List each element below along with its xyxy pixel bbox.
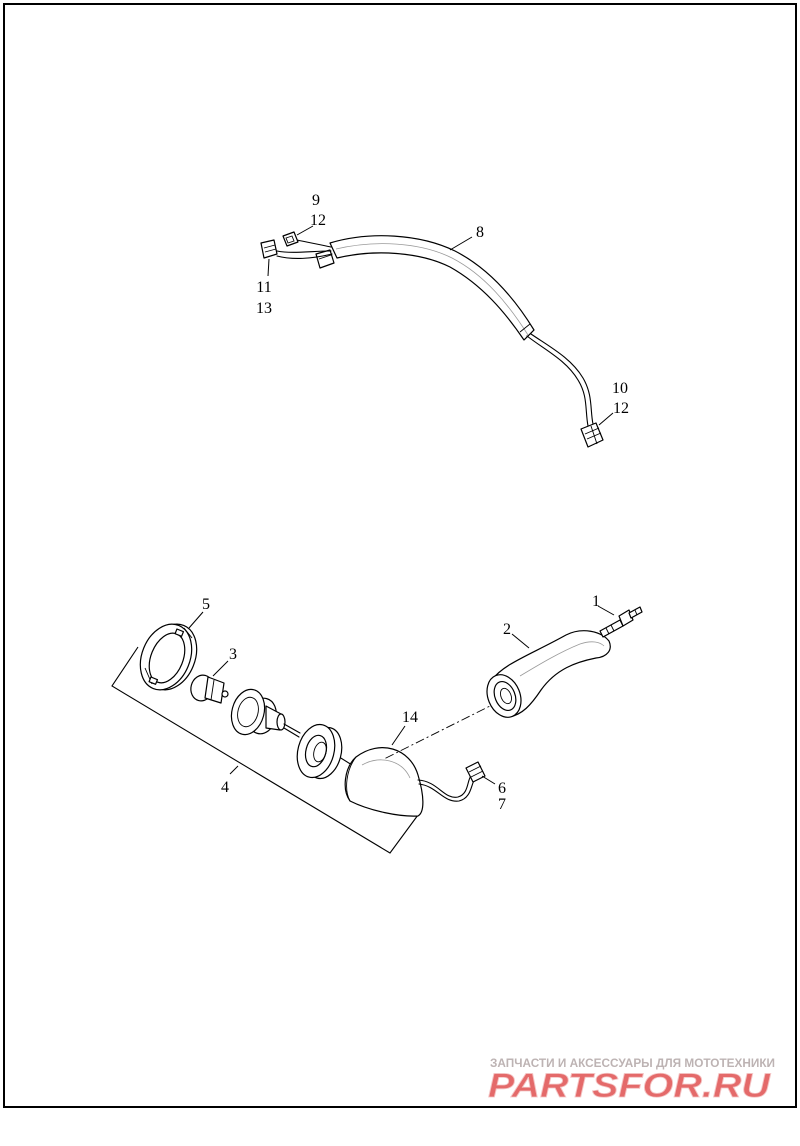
callout-13: 13 [256,300,272,317]
harness-connector-right [580,422,604,448]
lens-lead-wire [417,775,472,798]
harness-clip [315,249,335,269]
wiring-harness-assembly [260,231,604,448]
callout-11: 11 [256,279,271,296]
leader-6-7 [481,775,496,785]
retaining-ring [139,623,198,691]
leader-8 [449,236,473,251]
leader-2 [511,633,530,649]
leader-10-12 [598,412,614,426]
callout-12-right: 12 [613,400,629,417]
bulb-socket [230,688,286,736]
watermark-tagline: ЗАПЧАСТИ И АКСЕССУАРЫ ДЛЯ МОТОТЕХНИКИ [490,1056,775,1070]
turn-signal-lens [344,747,424,817]
harness-wire [530,333,594,425]
mounting-bolt [599,606,643,638]
harness-wire [296,239,332,248]
callout-7: 7 [498,796,506,813]
callout-14: 14 [402,709,418,726]
diagram-border [3,3,797,1108]
leader-14 [391,725,406,746]
socket-wire [283,723,301,734]
callout-8: 8 [476,224,484,241]
lens-lead-wire [418,778,476,802]
socket-wire [283,727,300,738]
assembly-centerline [383,700,501,760]
callout-6: 6 [498,780,506,797]
leader-4 [229,765,239,775]
leader-9-12 [296,225,314,236]
bulb [190,674,229,704]
lens-connector [465,761,486,783]
leader-11-13 [267,258,270,277]
callout-9: 9 [312,192,320,209]
callout-5: 5 [202,596,210,613]
callout-10: 10 [612,380,628,397]
harness-connector-9 [282,231,299,247]
harness-wire [276,253,333,259]
housing-stalk [486,630,611,718]
callout-1: 1 [592,593,600,610]
harness-connector-11 [260,239,278,259]
gasket [296,723,343,780]
callout-3: 3 [229,646,237,663]
leader-3 [212,660,229,677]
leader-5 [188,611,204,629]
harness-sleeve-highlight [335,243,529,336]
harness-sleeve-end-cap [519,323,535,341]
callout-12-upper: 12 [310,212,326,229]
watermark-logo: PARTSFOR.RU [488,1067,772,1105]
leader-1 [597,605,615,616]
harness-wire [276,250,332,253]
callout-4: 4 [221,779,229,796]
harness-sleeve [329,235,535,341]
callout-2: 2 [503,621,511,638]
watermark: ЗАПЧАСТИ И АКСЕССУАРЫ ДЛЯ МОТОТЕХНИКИ PA… [488,1056,775,1105]
harness-wire [526,335,589,427]
assembly-bracket-4 [111,646,419,854]
